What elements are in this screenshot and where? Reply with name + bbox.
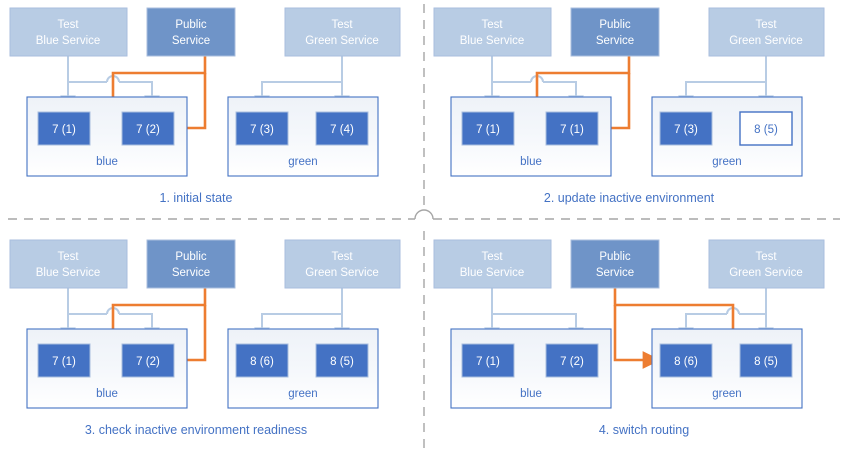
p1-test-blue-service-line1: Test (57, 19, 79, 31)
p2-test-blue-service-line2: Blue Service (460, 35, 525, 47)
p2-test-green-service-line2: Green Service (729, 35, 803, 47)
p3-pod-blue-2: 7 (2) (121, 343, 175, 378)
p4-pod-green-2: 8 (5) (739, 343, 793, 378)
p2-pod-green-2-label: 8 (5) (754, 124, 778, 136)
panel-2: blue green 7 (1) 7 (1) 7 (3) 8 (5) Test … (433, 7, 825, 205)
p2-env-blue-label: blue (520, 156, 542, 168)
p2-test-blue-service-line1: Test (481, 19, 503, 31)
p2-caption: 2. update inactive environment (544, 191, 715, 205)
p2-test-green-routing (678, 56, 774, 112)
p2-test-blue-service[interactable]: Test Blue Service (433, 7, 552, 57)
p2-public-service-line1: Public (599, 19, 631, 31)
p3-public-service-line1: Public (175, 251, 207, 263)
p3-caption: 3. check inactive environment readiness (85, 423, 307, 437)
p3-env-blue-label: blue (96, 388, 118, 400)
p1-caption: 1. initial state (160, 191, 233, 205)
p2-test-green-service[interactable]: Test Green Service (708, 7, 825, 57)
p1-pod-green-1-label: 7 (3) (250, 124, 274, 136)
p4-public-service-line2: Service (596, 267, 634, 279)
panel-1: blue green 7 (1) 7 (2) 7 (3) 7 (4) Test … (9, 7, 401, 205)
p1-pod-blue-1: 7 (1) (37, 111, 91, 146)
p3-public-service[interactable]: Public Service (146, 239, 236, 289)
p4-test-blue-service-line1: Test (481, 251, 503, 263)
p2-env-green-label: green (712, 156, 741, 168)
p1-test-green-service-line1: Test (331, 19, 353, 31)
p1-test-blue-service[interactable]: Test Blue Service (9, 7, 128, 57)
p4-pod-green-1-label: 8 (6) (674, 356, 698, 368)
p4-caption: 4. switch routing (599, 423, 689, 437)
p2-pod-blue-1: 7 (1) (461, 111, 515, 146)
p4-test-green-service-line1: Test (755, 251, 777, 263)
p2-pod-blue-2: 7 (1) (545, 111, 599, 146)
p4-pod-green-1: 8 (6) (659, 343, 713, 378)
p3-test-green-service[interactable]: Test Green Service (284, 239, 401, 289)
p1-pod-green-1: 7 (3) (235, 111, 289, 146)
p4-pod-blue-1-label: 7 (1) (476, 356, 500, 368)
p1-pod-blue-2-label: 7 (2) (136, 124, 160, 136)
p2-pod-green-1: 7 (3) (659, 111, 713, 146)
p4-pod-blue-2: 7 (2) (545, 343, 599, 378)
p3-test-blue-service-line1: Test (57, 251, 79, 263)
p3-test-blue-service[interactable]: Test Blue Service (9, 239, 128, 289)
p3-test-green-routing (254, 288, 350, 344)
p4-test-green-routing (678, 288, 774, 344)
p1-test-blue-service-line2: Blue Service (36, 35, 101, 47)
p3-pod-green-1: 8 (6) (235, 343, 289, 378)
p3-public-service-line2: Service (172, 267, 210, 279)
p1-pod-green-2-label: 7 (4) (330, 124, 354, 136)
p1-pod-green-2: 7 (4) (315, 111, 369, 146)
p3-env-green-label: green (288, 388, 317, 400)
p1-env-green-label: green (288, 156, 317, 168)
p3-test-blue-routing (60, 288, 160, 344)
p2-test-blue-routing (484, 56, 584, 112)
p3-pod-green-2-label: 8 (5) (330, 356, 354, 368)
p3-test-green-service-line1: Test (331, 251, 353, 263)
p4-test-blue-routing (484, 288, 584, 344)
p1-test-green-service[interactable]: Test Green Service (284, 7, 401, 57)
p4-test-green-service-line2: Green Service (729, 267, 803, 279)
p4-pod-green-2-label: 8 (5) (754, 356, 778, 368)
panel-4: blue green 7 (1) 7 (2) 8 (6) 8 (5) Test … (433, 239, 825, 437)
p4-public-service[interactable]: Public Service (570, 239, 660, 289)
p4-test-green-service[interactable]: Test Green Service (708, 239, 825, 289)
p2-public-service[interactable]: Public Service (570, 7, 660, 57)
p1-pod-blue-2: 7 (2) (121, 111, 175, 146)
p3-test-blue-service-line2: Blue Service (36, 267, 101, 279)
p4-env-blue-label: blue (520, 388, 542, 400)
p1-public-service-line2: Service (172, 35, 210, 47)
p1-env-blue-label: blue (96, 156, 118, 168)
p2-pod-blue-1-label: 7 (1) (476, 124, 500, 136)
p2-test-green-service-line1: Test (755, 19, 777, 31)
p1-test-blue-routing (60, 56, 160, 112)
p2-pod-blue-2-label: 7 (1) (560, 124, 584, 136)
p4-env-green-label: green (712, 388, 741, 400)
p3-pod-green-1-label: 8 (6) (250, 356, 274, 368)
p3-pod-blue-1: 7 (1) (37, 343, 91, 378)
p1-test-green-service-line2: Green Service (305, 35, 379, 47)
p3-pod-green-2: 8 (5) (315, 343, 369, 378)
p1-public-service[interactable]: Public Service (146, 7, 236, 57)
p4-test-blue-service-line2: Blue Service (460, 267, 525, 279)
p2-pod-green-2: 8 (5) (739, 111, 793, 146)
p1-pod-blue-1-label: 7 (1) (52, 124, 76, 136)
p3-test-green-service-line2: Green Service (305, 267, 379, 279)
p2-pod-green-1-label: 7 (3) (674, 124, 698, 136)
panel-3: blue green 7 (1) 7 (2) 8 (6) 8 (5) Test … (9, 239, 401, 437)
p4-public-service-line1: Public (599, 251, 631, 263)
p2-public-service-line2: Service (596, 35, 634, 47)
p4-pod-blue-2-label: 7 (2) (560, 356, 584, 368)
panel-divider-horizontal (8, 209, 840, 220)
p4-test-blue-service[interactable]: Test Blue Service (433, 239, 552, 289)
p1-test-green-routing (254, 56, 350, 112)
p3-pod-blue-2-label: 7 (2) (136, 356, 160, 368)
p1-public-service-line1: Public (175, 19, 207, 31)
p4-pod-blue-1: 7 (1) (461, 343, 515, 378)
p3-pod-blue-1-label: 7 (1) (52, 356, 76, 368)
